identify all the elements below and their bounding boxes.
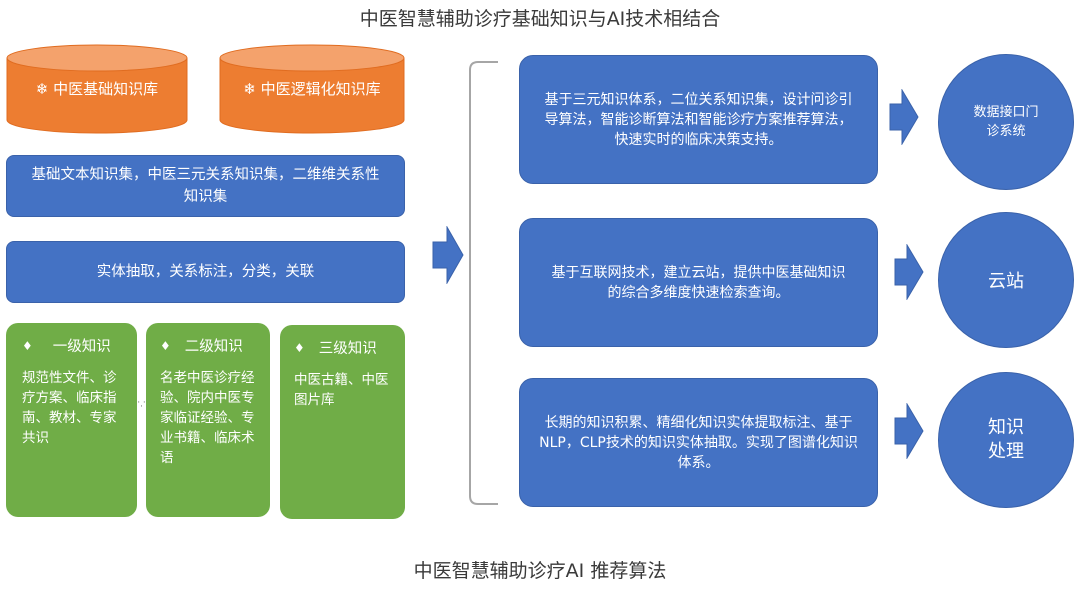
bracket bbox=[469, 61, 498, 505]
level-body: 规范性文件、诊疗方案、临床指南、教材、专家共识 bbox=[22, 370, 117, 446]
diamond-icon: ♦ bbox=[294, 340, 305, 355]
level-body: 名老中医诊疗经验、院内中医专家临证经验、专业书籍、临床术语 bbox=[160, 370, 255, 466]
right-arrow-icon bbox=[894, 244, 924, 300]
circle-label: 云站 bbox=[988, 271, 1024, 292]
algorithm-card: 基于三元知识体系，二位关系知识集，设计问诊引导算法，智能诊断算法和智能诊疗方案推… bbox=[519, 55, 878, 184]
database-label: 中医逻辑化知识库 bbox=[260, 80, 381, 98]
diagram-caption: 中医智慧辅助诊疗AI 推荐算法 bbox=[413, 560, 667, 582]
extraction-bar: 实体抽取，关系标注，分类，关联 bbox=[6, 241, 405, 303]
card-text: 长期的知识积累、精细化知识实体提取标注、基于NLP，CLP技术的知识实体抽取。实… bbox=[539, 414, 858, 471]
card-text: 基于互联网技术，建立云站，提供中医基础知识的综合多维度快速检索查询。 bbox=[551, 264, 846, 301]
database-label: 中医基础知识库 bbox=[53, 80, 159, 98]
output-cloud-station: 云站 bbox=[938, 212, 1074, 348]
diamond-icon: ♦ bbox=[160, 338, 171, 353]
diagram-title: 中医智慧辅助诊疗基础知识与AI技术相结合 bbox=[359, 8, 721, 30]
separator-dots: · · · bbox=[137, 398, 146, 412]
output-knowledge-processing: 知识处理 bbox=[938, 372, 1074, 508]
level-heading: 一级知识 bbox=[52, 339, 111, 355]
card-text: 基于三元知识体系，二位关系知识集，设计问诊引导算法，智能诊断算法和智能诊疗方案推… bbox=[544, 91, 853, 148]
level-3-knowledge: ♦ 三级知识 中医古籍、中医图片库 bbox=[280, 325, 405, 519]
right-arrow-icon bbox=[432, 226, 464, 284]
diamond-icon: ♦ bbox=[22, 338, 33, 353]
snowflake-icon: ❄ bbox=[243, 80, 256, 98]
level-1-knowledge: ♦ 一级知识 规范性文件、诊疗方案、临床指南、教材、专家共识 bbox=[6, 323, 137, 517]
snowflake-icon: ❄ bbox=[35, 80, 49, 98]
processing-card: 长期的知识积累、精细化知识实体提取标注、基于NLP，CLP技术的知识实体抽取。实… bbox=[519, 378, 878, 507]
circle-label: 知识处理 bbox=[988, 417, 1024, 462]
level-body: 中医古籍、中医图片库 bbox=[294, 372, 389, 408]
right-arrow-icon bbox=[894, 403, 924, 459]
database-basic-knowledge: ❄ 中医基础知识库 bbox=[6, 44, 188, 134]
level-heading: 二级知识 bbox=[184, 339, 243, 355]
level-2-knowledge: ♦ 二级知识 名老中医诊疗经验、院内中医专家临证经验、专业书籍、临床术语 bbox=[146, 323, 270, 517]
right-arrow-icon bbox=[889, 89, 919, 145]
circle-label: 数据接口门诊系统 bbox=[973, 105, 1039, 139]
output-data-interface: 数据接口门诊系统 bbox=[938, 54, 1074, 190]
level-heading: 三级知识 bbox=[318, 341, 377, 357]
database-logic-knowledge: ❄ 中医逻辑化知识库 bbox=[219, 44, 405, 134]
knowledge-set-text: 基础文本知识集，中医三元关系知识集，二维维关系性知识集 bbox=[31, 167, 380, 205]
knowledge-set-bar: 基础文本知识集，中医三元关系知识集，二维维关系性知识集 bbox=[6, 155, 405, 217]
cloud-card: 基于互联网技术，建立云站，提供中医基础知识的综合多维度快速检索查询。 bbox=[519, 218, 878, 347]
extraction-text: 实体抽取，关系标注，分类，关联 bbox=[96, 264, 315, 280]
